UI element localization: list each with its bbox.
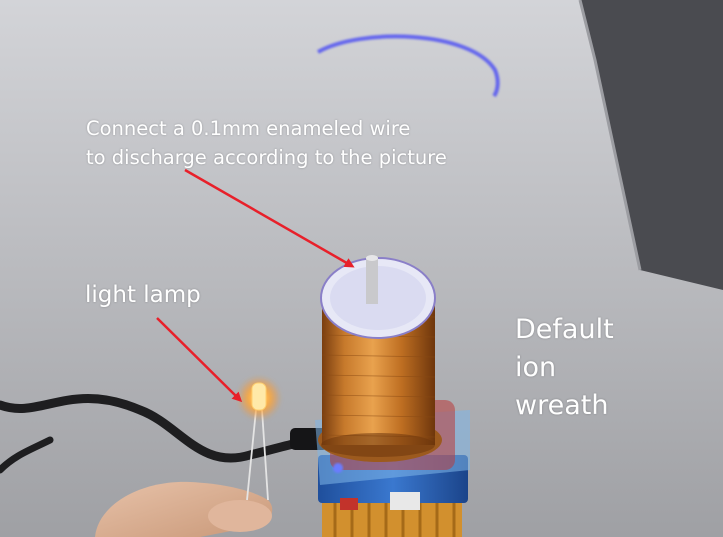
blue-led xyxy=(333,463,343,473)
ion-wreath-label: Default ion wreath xyxy=(515,311,614,425)
wreath-line-3: wreath xyxy=(515,390,609,421)
power-cable xyxy=(0,394,330,463)
wreath-line-2: ion xyxy=(515,352,557,383)
dark-panel-right xyxy=(580,0,723,290)
plasma-arc xyxy=(317,34,500,98)
lamp-bulb xyxy=(251,382,267,411)
coil-shadow-bottom xyxy=(321,433,435,457)
arrow-to-rod xyxy=(184,168,355,268)
thumb xyxy=(208,500,272,532)
board-component-2 xyxy=(340,498,358,510)
panel-edge xyxy=(578,0,642,271)
light-lamp-label: light lamp xyxy=(85,282,201,308)
wreath-line-1: Default xyxy=(515,314,614,345)
rod-tip xyxy=(366,255,378,261)
power-cable-branch xyxy=(0,436,54,474)
arrow-to-lamp xyxy=(156,317,243,403)
board-component xyxy=(390,492,420,510)
caption-line-2: to discharge according to the picture xyxy=(86,146,447,169)
lamp-lead-2 xyxy=(261,409,269,501)
caption-line-1: Connect a 0.1mm enameled wire xyxy=(86,117,411,140)
discharge-rod xyxy=(366,258,378,304)
lamp-lead-1 xyxy=(246,409,257,501)
discharge-caption: Connect a 0.1mm enameled wire to dischar… xyxy=(86,114,447,172)
